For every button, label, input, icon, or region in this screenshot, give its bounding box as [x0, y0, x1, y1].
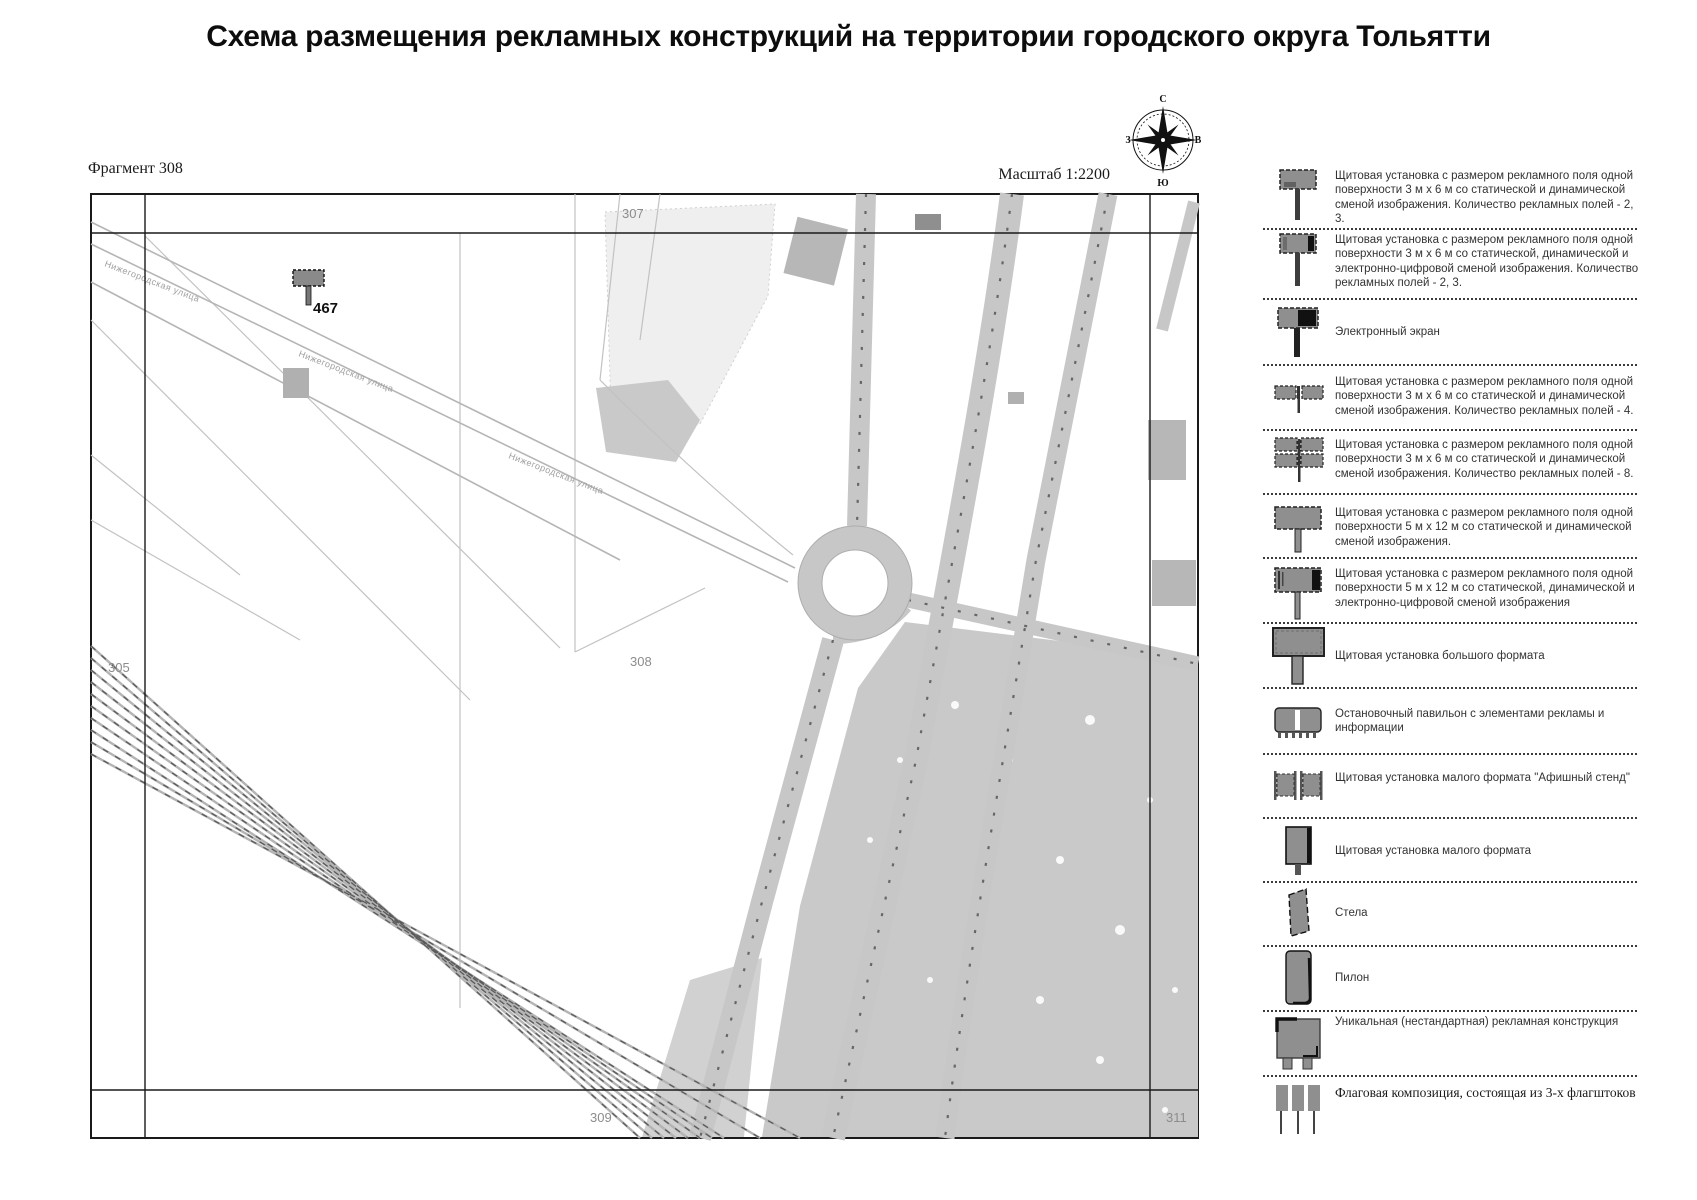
billboard-icon	[1263, 168, 1335, 222]
billboard-8-fields-icon	[1263, 437, 1335, 483]
map-neatlines	[91, 194, 1198, 1138]
compass-points	[1129, 106, 1197, 174]
legend-item: Уникальная (нестандартная) рекламная кон…	[1263, 1014, 1641, 1070]
legend-item: Пилон	[1263, 950, 1641, 1006]
compass-rose-icon: С В Ю З	[1125, 94, 1202, 188]
map-parcel-lines	[90, 193, 794, 1008]
map-marker-467: 467	[292, 269, 338, 317]
map-street-lines	[90, 221, 796, 583]
legend-item-label: Щитовая установка с размером рекламного …	[1335, 439, 1634, 480]
fragment-number: 305	[108, 660, 130, 675]
fragment-number: 309	[590, 1110, 612, 1125]
map-parcel-blocks	[596, 203, 776, 462]
legend-item-label: Щитовая установка с размером рекламного …	[1335, 568, 1635, 609]
legend-separator	[1263, 1010, 1637, 1012]
fragment-label: Фрагмент 308	[88, 160, 183, 177]
marker-number: 467	[313, 300, 338, 317]
billboard-5x12-digital-icon	[1263, 566, 1335, 620]
scale-label: Масштаб 1:2200	[998, 166, 1110, 183]
poster-stand-icon	[1263, 770, 1335, 802]
legend-separator	[1263, 881, 1637, 883]
bus-pavilion-icon	[1263, 706, 1335, 740]
legend-item-label: Щитовая установка с размером рекламного …	[1335, 507, 1634, 548]
legend-separator	[1263, 429, 1637, 431]
legend-item: Щитовая установка с размером рекламного …	[1263, 232, 1641, 290]
large-format-icon	[1263, 627, 1335, 685]
map-canvas: Нижегородская улица Нижегородская улица …	[90, 192, 1200, 1141]
legend-item: Щитовая установка большого формата	[1263, 627, 1641, 685]
fragment-number: 311	[1166, 1110, 1187, 1125]
compass-east-label: В	[1195, 135, 1202, 146]
legend-item-label: Щитовая установка малого формата	[1335, 845, 1532, 858]
billboard-4-fields-icon	[1263, 374, 1335, 416]
unique-construction-icon	[1263, 1014, 1335, 1070]
compass-south-label: Ю	[1157, 178, 1168, 188]
legend-item: Щитовая установка малого формата "Афишны…	[1263, 770, 1641, 802]
legend-separator	[1263, 817, 1637, 819]
legend-item-label: Щитовая установка с размером рекламного …	[1335, 170, 1634, 225]
fragment-number: 307	[622, 206, 644, 221]
billboard-icon	[292, 269, 325, 287]
map-railway	[90, 645, 801, 1140]
legend-item-label: Уникальная (нестандартная) рекламная кон…	[1335, 1016, 1619, 1028]
pylon-icon	[1263, 950, 1335, 1006]
legend-item: Электронный экран	[1263, 306, 1641, 358]
legend-item-label: Электронный экран	[1335, 326, 1440, 339]
billboard-digital-icon	[1263, 232, 1335, 288]
legend-item: Щитовая установка с размером рекламного …	[1263, 168, 1641, 226]
legend-separator	[1263, 228, 1637, 230]
stela-icon	[1263, 888, 1335, 938]
page-title: Схема размещения рекламных конструкций н…	[206, 20, 1491, 53]
legend-separator	[1263, 1075, 1637, 1077]
electronic-screen-icon	[1263, 306, 1335, 358]
legend-separator	[1263, 557, 1637, 559]
legend-item: Щитовая установка малого формата	[1263, 826, 1641, 876]
legend-item: Щитовая установка с размером рекламного …	[1263, 437, 1641, 483]
map-fragment-numbers: 307 305 308 309 311	[108, 206, 1187, 1125]
legend-separator	[1263, 753, 1637, 755]
map-roundabout	[797, 525, 913, 641]
legend-item-label: Стела	[1335, 907, 1368, 920]
flag-composition-icon	[1263, 1082, 1335, 1136]
legend-item: Остановочный павильон с элементами рекла…	[1263, 706, 1641, 740]
legend-item-label: Щитовая установка с размером рекламного …	[1335, 234, 1639, 289]
legend-item: Щитовая установка с размером рекламного …	[1263, 374, 1641, 418]
legend-separator	[1263, 687, 1637, 689]
legend-separator	[1263, 622, 1637, 624]
legend-item-label: Щитовая установка малого формата "Афишны…	[1335, 772, 1630, 784]
legend-separator	[1263, 298, 1637, 300]
legend-item-label: Флаговая композиция, состоящая из 3-х фл…	[1335, 1085, 1636, 1100]
map-road-dashes	[698, 193, 1199, 1139]
map-buildings	[283, 214, 1196, 606]
legend-item-label: Щитовая установка большого формата	[1335, 650, 1545, 663]
legend-item: Щитовая установка с размером рекламного …	[1263, 566, 1641, 620]
legend-item-label: Пилон	[1335, 972, 1370, 985]
billboard-5x12-icon	[1263, 505, 1335, 553]
legend-item-label: Щитовая установка с размером рекламного …	[1335, 376, 1634, 417]
compass-north-label: С	[1159, 94, 1166, 105]
legend-item: Стела	[1263, 888, 1641, 938]
legend-item-label: Остановочный павильон с элементами рекла…	[1335, 708, 1605, 735]
compass-west-label: З	[1125, 135, 1130, 146]
legend-separator	[1263, 493, 1637, 495]
legend-separator	[1263, 364, 1637, 366]
small-format-icon	[1263, 826, 1335, 876]
fragment-number: 308	[630, 654, 652, 669]
legend-separator	[1263, 945, 1637, 947]
legend-item: Щитовая установка с размером рекламного …	[1263, 505, 1641, 553]
legend-item: Флаговая композиция, состоящая из 3-х фл…	[1263, 1082, 1641, 1136]
